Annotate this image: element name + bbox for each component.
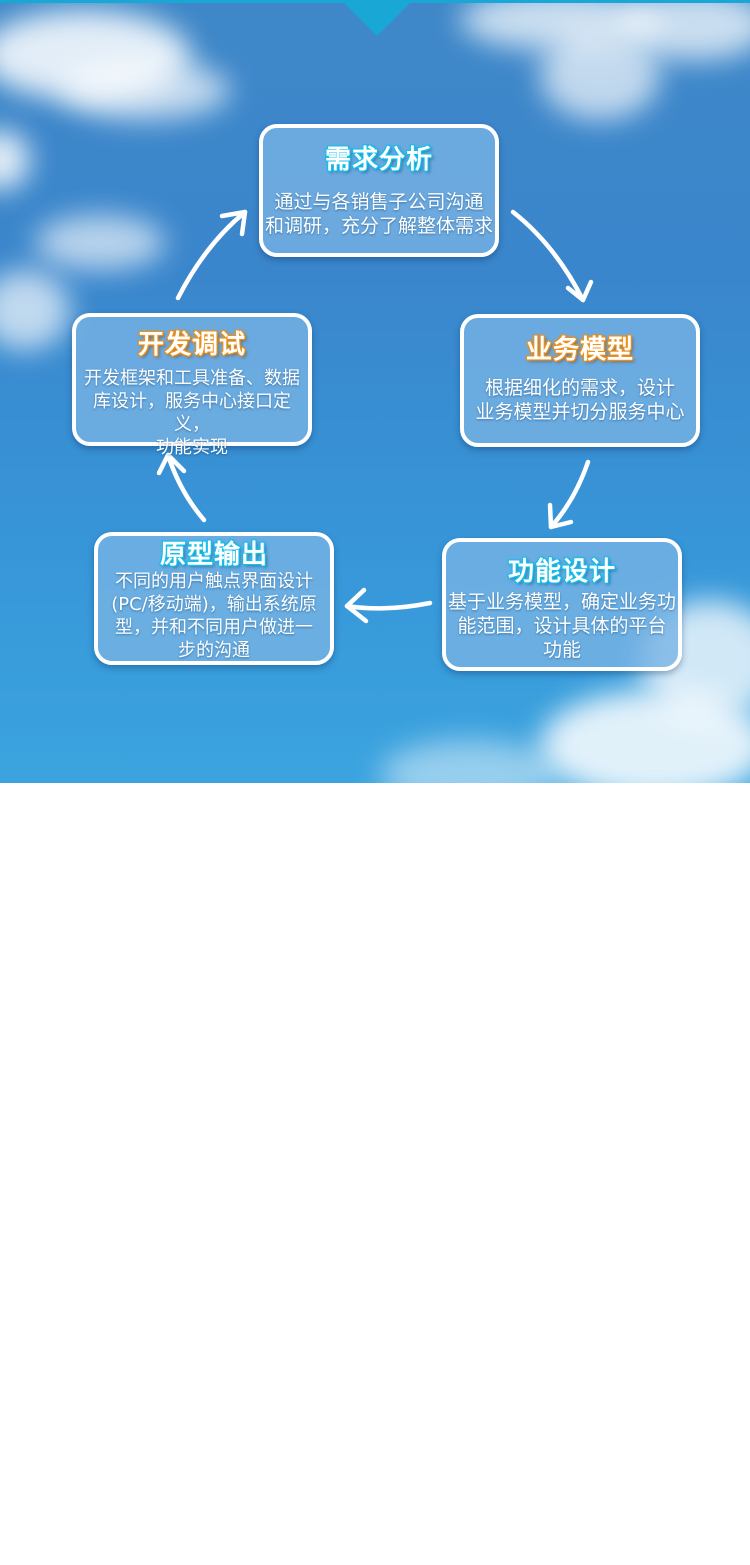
cycle-arrows — [0, 0, 750, 783]
description-line: 开发框架和工具准备、数据 — [84, 368, 300, 389]
step-title: 需求分析 — [324, 145, 433, 175]
arrow-develop-to-analysis — [175, 209, 248, 301]
description-line: 不同的用户触点界面设计 — [115, 571, 313, 592]
step-description: 不同的用户触点界面设计 (PC/移动端)，输出系统原 型，并和不同用户做进一 步… — [98, 570, 330, 662]
description-line: 和调研，充分了解整体需求 — [264, 215, 493, 237]
arrowhead — [156, 452, 187, 476]
cloud — [620, 0, 750, 60]
step-card-model: 业务模型 根据细化的需求，设计 业务模型并切分服务中心 — [460, 314, 700, 447]
cloud — [60, 60, 230, 120]
arrowhead — [219, 209, 248, 237]
description-line: 库设计，服务中心接口定义， — [93, 391, 291, 435]
arrow-prototype-to-develop — [165, 452, 207, 523]
arrow-analysis-to-model — [510, 209, 586, 303]
step-description: 基于业务模型，确定业务功 能范围，设计具体的平台 功能 — [446, 590, 678, 662]
description-line: 步的沟通 — [178, 640, 250, 661]
arrowhead — [565, 279, 594, 303]
step-description: 根据细化的需求，设计 业务模型并切分服务中心 — [464, 376, 696, 424]
step-title: 业务模型 — [525, 335, 634, 365]
description-line: 基于业务模型，确定业务功 — [447, 591, 676, 613]
blank-lower-area — [0, 783, 750, 1565]
description-line: 根据细化的需求，设计 — [484, 377, 675, 399]
description-line: 业务模型并切分服务中心 — [475, 401, 685, 423]
description-line: 通过与各销售子公司沟通 — [274, 191, 484, 213]
step-card-analysis: 需求分析 通过与各销售子公司沟通 和调研，充分了解整体需求 — [259, 124, 499, 257]
arrowhead — [344, 587, 369, 624]
cloud — [35, 215, 165, 270]
step-description: 开发框架和工具准备、数据 库设计，服务中心接口定义， 功能实现 — [76, 367, 308, 459]
cloud — [0, 270, 70, 350]
top-notch-triangle — [341, 0, 413, 36]
description-line: 型，并和不同用户做进一 — [115, 617, 313, 638]
step-description: 通过与各销售子公司沟通 和调研，充分了解整体需求 — [263, 190, 495, 238]
arrow-model-to-design — [548, 459, 591, 530]
process-cycle-banner: 需求分析 通过与各销售子公司沟通 和调研，充分了解整体需求 业务模型 根据细化的… — [0, 0, 750, 783]
description-line: 功能 — [542, 639, 581, 661]
step-card-develop: 开发调试 开发框架和工具准备、数据 库设计，服务中心接口定义， 功能实现 — [72, 313, 312, 458]
arrow-design-to-prototype — [344, 600, 433, 611]
arrowhead — [547, 502, 574, 530]
step-card-design: 功能设计 基于业务模型，确定业务功 能范围，设计具体的平台 功能 — [442, 538, 682, 671]
description-line: 功能实现 — [156, 437, 228, 458]
description-line: (PC/移动端)，输出系统原 — [111, 594, 317, 615]
step-title: 原型输出 — [159, 540, 268, 570]
description-line: 能范围，设计具体的平台 — [457, 615, 667, 637]
step-title: 功能设计 — [507, 557, 616, 587]
step-title: 开发调试 — [137, 330, 246, 360]
step-card-prototype: 原型输出 不同的用户触点界面设计 (PC/移动端)，输出系统原 型，并和不同用户… — [94, 532, 334, 665]
